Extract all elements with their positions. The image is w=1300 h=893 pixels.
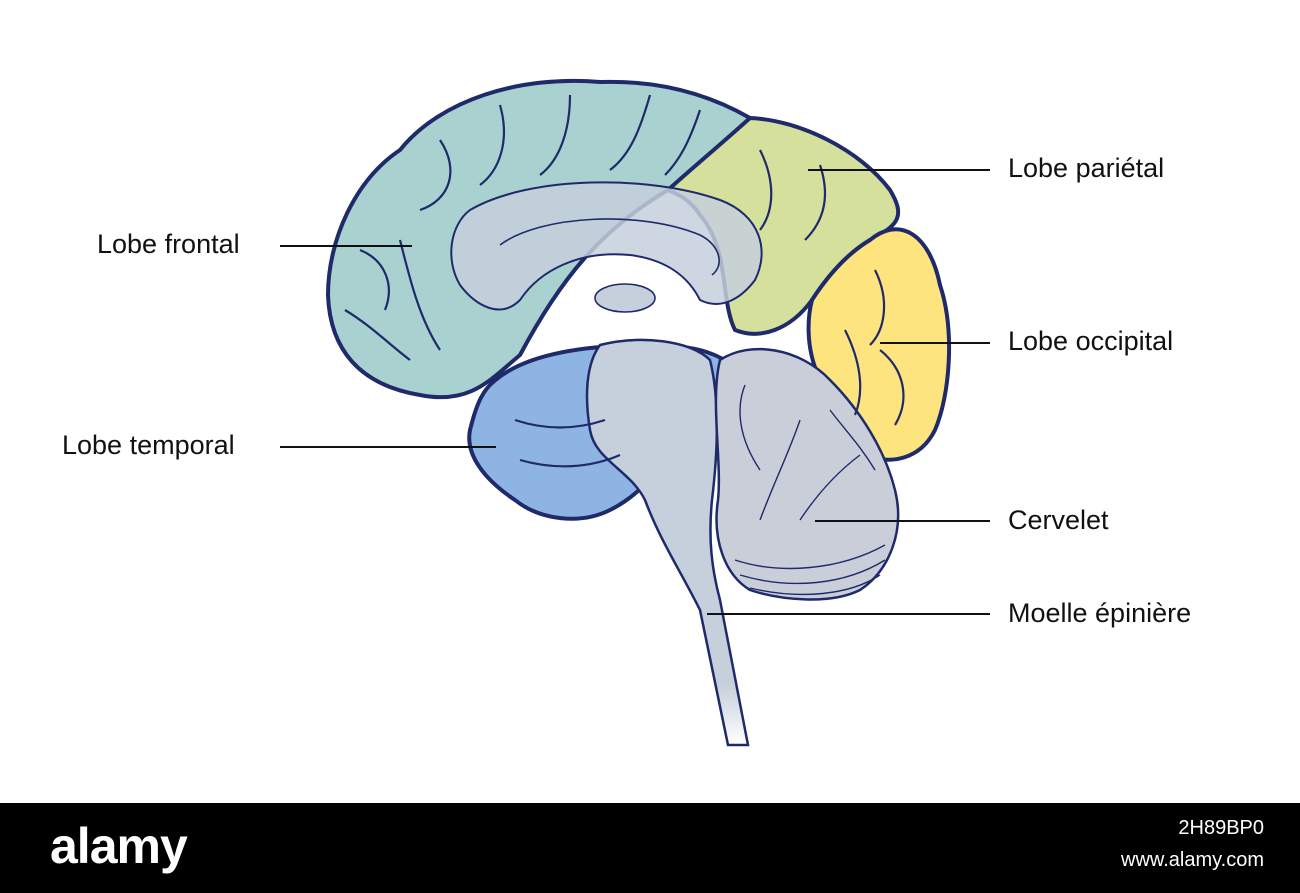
watermark-footer: alamy 2H89BP0 www.alamy.com bbox=[0, 803, 1300, 893]
label-frontal-lobe: Lobe frontal bbox=[97, 229, 240, 259]
alamy-logo: alamy bbox=[50, 817, 187, 875]
label-cerebellum: Cervelet bbox=[1008, 505, 1109, 535]
label-occipital-lobe: Lobe occipital bbox=[1008, 326, 1173, 356]
site-url: www.alamy.com bbox=[1121, 849, 1264, 872]
label-parietal-lobe: Lobe pariétal bbox=[1008, 153, 1164, 183]
label-temporal-lobe: Lobe temporal bbox=[62, 430, 235, 460]
thalamus bbox=[595, 284, 655, 312]
label-spinal-cord: Moelle épinière bbox=[1008, 598, 1191, 628]
brain-diagram bbox=[0, 0, 1300, 803]
image-id: 2H89BP0 bbox=[1178, 817, 1264, 840]
